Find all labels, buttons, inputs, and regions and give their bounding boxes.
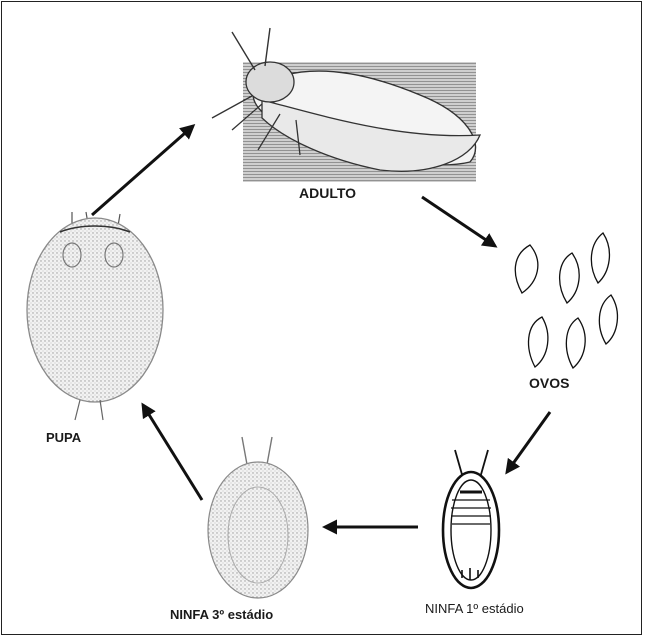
label-adult: ADULTO: [299, 185, 356, 201]
label-nymph3: NINFA 3º estádio: [170, 607, 273, 622]
nymph3-body: [208, 462, 308, 598]
egg: [591, 233, 609, 283]
label-eggs: OVOS: [529, 375, 569, 391]
eggs-illustration: [515, 233, 617, 368]
nymph3-illustration: [208, 437, 308, 598]
arrow-adult-to-eggs: [422, 197, 495, 246]
label-nymph1: NINFA 1º estádio: [425, 601, 524, 616]
pupa-tail: [75, 400, 103, 420]
arrow-pupa-to-adult: [92, 126, 193, 215]
nymph1-illustration: [443, 450, 499, 588]
pupa-body: [27, 218, 163, 402]
adult-illustration: [212, 28, 480, 182]
egg: [599, 295, 617, 344]
egg: [566, 318, 585, 368]
arrow-nymph3-to-pupa: [143, 405, 202, 500]
label-pupa: PUPA: [46, 430, 81, 445]
arrow-eggs-to-nymph1: [507, 412, 550, 472]
pupa-illustration: [27, 212, 163, 420]
egg: [529, 317, 548, 367]
egg: [560, 253, 580, 303]
egg: [515, 245, 538, 293]
